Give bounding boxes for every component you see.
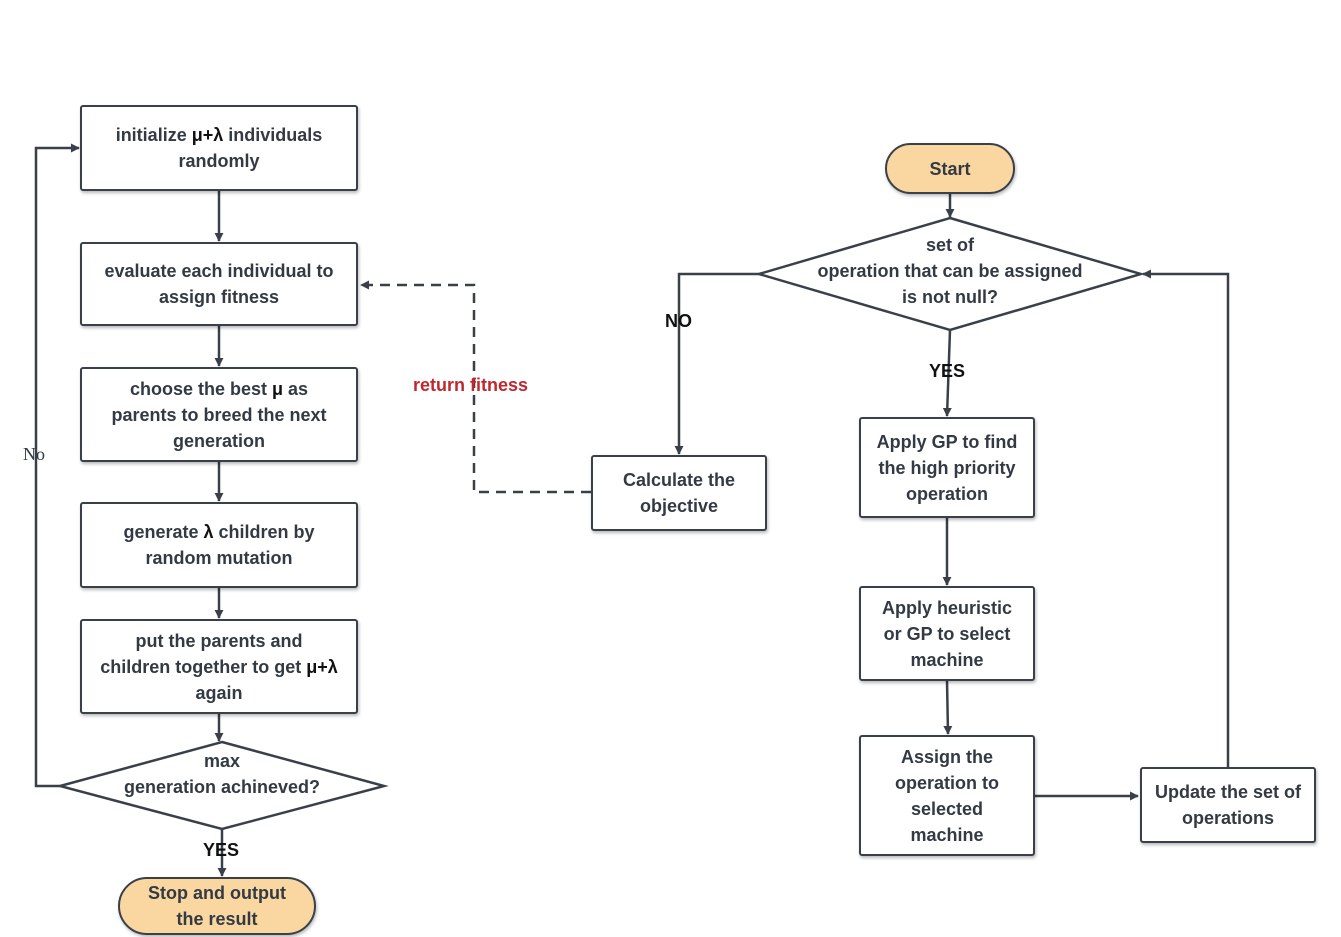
update-text: Update the set of operations	[1154, 782, 1301, 828]
put-text-pre: put the parents and children together to…	[100, 630, 307, 677]
init-box: initialize μ+λ individuals randomly	[80, 105, 358, 191]
init-text-bold: μ+λ	[191, 125, 224, 145]
apply-heuristic-box: Apply heuristic or GP to select machine	[859, 586, 1035, 681]
generate-text-bold: λ	[203, 522, 214, 542]
start-terminal: Start	[885, 143, 1015, 194]
evaluate-box: evaluate each individual to assign fitne…	[80, 242, 358, 326]
choose-text-post: as parents to breed the next generation	[111, 378, 327, 451]
calc-objective-text: Calculate the objective	[622, 470, 736, 516]
generate-text-post: children by random mutation	[145, 522, 315, 568]
arrow-decision-to-gp	[942, 329, 952, 417]
stop-terminal: Stop and output the result	[118, 877, 316, 935]
put-box: put the parents and children together to…	[80, 619, 358, 714]
apply-heuristic-text: Apply heuristic or GP to select machine	[881, 597, 1013, 670]
arrow-no-loop	[34, 143, 80, 788]
set-of-operation-line3: is not null?	[902, 287, 998, 307]
max-generation-diamond	[55, 740, 389, 831]
apply-gp-text: Apply GP to find the high priority opera…	[876, 431, 1018, 504]
start-text: Start	[929, 158, 971, 179]
arrow-update-to-decision	[1142, 269, 1230, 767]
choose-box: choose the best μ as parents to breed th…	[80, 367, 358, 462]
arrow-no-to-calc	[674, 272, 760, 455]
return-fitness-label: return fitness	[413, 375, 529, 395]
assign-text: Assign the operation to selected machine	[895, 746, 999, 845]
arrow-heuristic-to-assign	[943, 679, 953, 735]
choose-text-bold: μ	[271, 378, 283, 399]
set-of-operation-text: set of operation that can be assigned is…	[790, 232, 1110, 310]
apply-gp-box: Apply GP to find the high priority opera…	[859, 417, 1035, 518]
put-text-bold: μ+λ	[306, 656, 338, 677]
generate-text-pre: generate	[123, 522, 204, 542]
update-box: Update the set of operations	[1140, 767, 1316, 843]
init-text-post: individuals randomly	[178, 125, 323, 171]
stop-text: Stop and output the result	[148, 883, 286, 929]
set-of-operation-line1: set of	[925, 235, 974, 255]
generate-box: generate λ children by random mutation	[80, 502, 358, 588]
evaluate-text: evaluate each individual to assign fitne…	[104, 261, 334, 307]
yes-label-right: YES	[929, 361, 966, 381]
calc-objective-box: Calculate the objective	[591, 455, 767, 531]
init-text-pre: initialize	[115, 125, 192, 145]
assign-box: Assign the operation to selected machine	[859, 735, 1035, 856]
max-generation-line1: max	[203, 751, 241, 771]
choose-text-pre: choose the best	[129, 378, 272, 399]
no-label-right: NO	[665, 311, 692, 331]
set-of-operation-line2: operation that can be assigned	[817, 261, 1083, 281]
no-label-left: No	[23, 444, 45, 464]
set-of-operation-diamond	[754, 216, 1146, 332]
max-generation-line2: generation achineved?	[123, 777, 321, 797]
put-text-post: again	[195, 682, 243, 703]
max-generation-text: max generation achineved?	[90, 748, 354, 800]
arrow-return-fitness	[360, 280, 591, 494]
yes-label-left: YES	[203, 840, 240, 860]
